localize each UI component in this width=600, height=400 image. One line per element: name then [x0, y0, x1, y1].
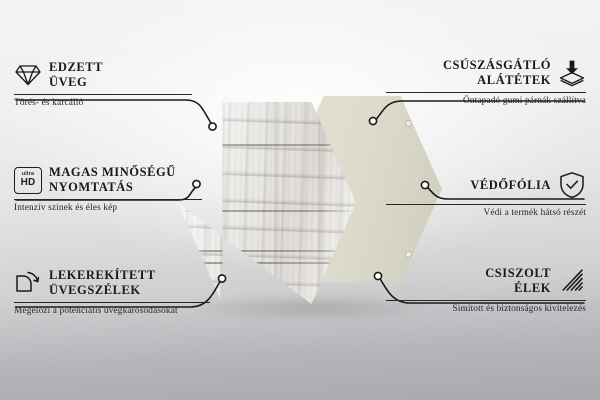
feature-title-line: NYOMTATÁS	[49, 180, 134, 194]
connector-dot-rounded-glass-edges	[217, 274, 227, 283]
ultra-hd-badge-icon: ultra HD	[14, 166, 42, 194]
connector-dot-high-quality-print	[192, 179, 201, 189]
feature-header: CSÚSZÁSGÁTLÓ ALÁTÉTEK	[386, 56, 586, 90]
hd-badge-bottom-text: HD	[20, 177, 36, 189]
feature-title: CSISZOLT ÉLEK	[485, 266, 551, 296]
feature-protective-film: VÉDŐFÓLIA Védi a termék hátsó részét	[386, 168, 586, 219]
connector-line-tempered-glass	[15, 99, 213, 126]
feature-title: MAGAS MINŐSÉGŰ NYOMTATÁS	[49, 165, 176, 195]
feature-title-line: ÜVEGSZÉLEK	[49, 283, 141, 297]
feature-title-line: CSISZOLT	[485, 266, 551, 281]
feature-header: CSISZOLT ÉLEK	[386, 264, 586, 298]
feature-title: CSÚSZÁSGÁTLÓ ALÁTÉTEK	[443, 58, 551, 88]
feature-title-line: LEKEREKÍTETT	[49, 268, 156, 283]
feature-high-quality-print: ultra HD MAGAS MINŐSÉGŰ NYOMTATÁS Intenz…	[14, 163, 214, 214]
press-down-pad-icon	[558, 59, 586, 87]
hd-badge-top-text: ultra	[21, 170, 35, 177]
feature-subtitle: Védi a termék hátsó részét	[483, 208, 586, 218]
feature-title-line: ÜVEG	[49, 75, 88, 89]
connector-dot-sanded-edges	[373, 271, 383, 281]
screw-hole	[405, 120, 412, 127]
connector-line-sanded-edges	[378, 276, 585, 304]
feature-title: EDZETT ÜVEG	[49, 60, 103, 90]
connector-dot-tempered-glass	[208, 122, 217, 131]
feature-rounded-glass-edges: LEKEREKÍTETT ÜVEGSZÉLEK Megelőzi a poten…	[14, 266, 214, 317]
feature-subtitle: Simított és biztonságos kivitelezés	[452, 304, 586, 314]
connector-line-anti-slip-pads	[373, 100, 585, 123]
feature-anti-slip-pads: CSÚSZÁSGÁTLÓ ALÁTÉTEK Öntapadó gumi párn…	[386, 56, 586, 107]
feature-subtitle: Megelőzi a potenciális üvegkárosodásokat	[14, 306, 178, 316]
feature-title-line: ÉLEK	[514, 281, 551, 295]
feature-subtitle: Intenzív színek és éles kép	[14, 203, 118, 213]
feature-divider	[14, 302, 210, 303]
feature-tempered-glass: EDZETT ÜVEG Törés- és karcálló	[14, 58, 214, 109]
feature-title-line: VÉDŐFÓLIA	[470, 177, 551, 192]
feature-header: VÉDŐFÓLIA	[386, 168, 586, 202]
feature-header: EDZETT ÜVEG	[14, 58, 214, 92]
feature-divider	[386, 204, 586, 205]
rounded-corner-icon	[14, 269, 42, 297]
diamond-icon	[14, 61, 42, 89]
shield-check-icon	[558, 171, 586, 199]
feature-divider	[14, 199, 202, 200]
feature-title-line: MAGAS MINŐSÉGŰ	[49, 165, 176, 180]
connector-line-protective-film	[425, 185, 585, 200]
feature-title: VÉDŐFÓLIA	[470, 178, 551, 193]
hatched-triangle-icon	[558, 267, 586, 295]
feature-subtitle: Törés- és karcálló	[14, 98, 84, 108]
feature-title-line: ALÁTÉTEK	[477, 73, 551, 87]
feature-divider	[386, 92, 586, 93]
feature-header: ultra HD MAGAS MINŐSÉGŰ NYOMTATÁS	[14, 163, 214, 197]
feature-subtitle: Öntapadó gumi párnák szállítva	[463, 96, 586, 106]
feature-divider	[386, 300, 586, 301]
screw-hole	[405, 251, 412, 258]
connector-line-rounded-glass-edges	[15, 279, 222, 308]
feature-title-line: EDZETT	[49, 60, 104, 75]
feature-title-line: CSÚSZÁSGÁTLÓ	[442, 58, 551, 73]
hd-badge: ultra HD	[14, 166, 42, 194]
connector-dot-anti-slip-pads	[368, 116, 378, 126]
feature-divider	[14, 94, 192, 95]
feature-header: LEKEREKÍTETT ÜVEGSZÉLEK	[14, 266, 214, 300]
feature-sanded-edges: CSISZOLT ÉLEK Simított és biztonságos ki…	[386, 264, 586, 315]
connector-dot-protective-film	[420, 180, 430, 190]
product-hexagon-group	[178, 88, 442, 318]
feature-title: LEKEREKÍTETT ÜVEGSZÉLEK	[49, 268, 156, 298]
